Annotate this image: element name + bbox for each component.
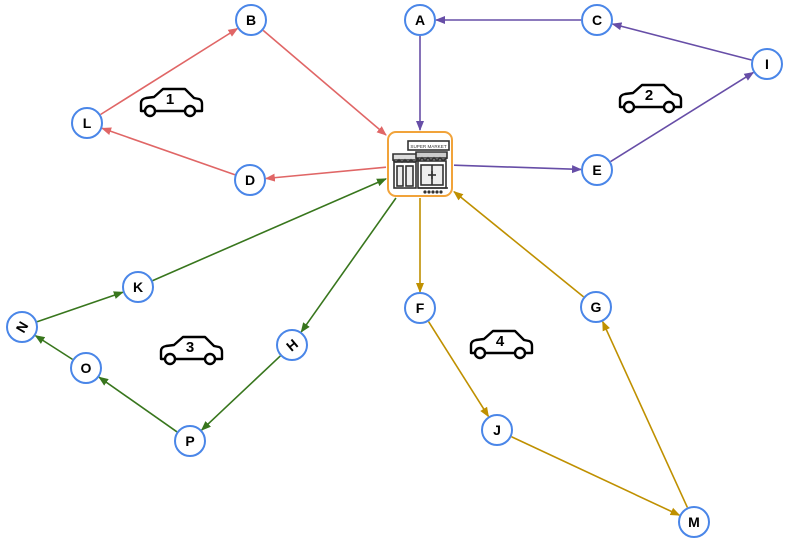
route-1-edge-d-to-l [101, 127, 236, 176]
node-circle [122, 271, 154, 303]
vehicle-label: 4 [496, 333, 505, 350]
route-3-edge-k-to-depot [152, 178, 387, 282]
node-circle [404, 292, 436, 324]
route-4-edge-j-to-m [511, 436, 681, 516]
route-3-edge-depot-to-h [300, 197, 397, 333]
node-label: E [592, 162, 601, 178]
vehicle-1: 1 [139, 87, 204, 118]
node-label: P [185, 433, 194, 449]
car-icon [159, 335, 224, 366]
node-circle [276, 329, 308, 361]
node-label: J [493, 422, 501, 438]
node-circle [174, 425, 206, 457]
route-3-edge-n-to-k [36, 291, 124, 323]
node-circle [751, 48, 783, 80]
node-label: O [81, 360, 92, 376]
nodes-layer: A B C D E F G H I J K L M N O P [6, 4, 783, 538]
node-j: J [481, 414, 513, 446]
vehicle-label: 2 [645, 87, 653, 104]
node-e: E [581, 154, 613, 186]
node-label: D [245, 172, 255, 188]
node-d: D [234, 164, 266, 196]
node-label: G [591, 299, 602, 315]
node-circle [581, 154, 613, 186]
node-m: M [678, 506, 710, 538]
route-3-edge-o-to-n [34, 334, 73, 361]
node-h: H [276, 329, 308, 361]
node-circle [70, 352, 102, 384]
node-circle [580, 291, 612, 323]
node-b: B [235, 4, 267, 36]
supermarket-sign: SUPER MARKET [410, 144, 446, 149]
node-label: M [688, 514, 700, 530]
route-3-edge-p-to-o [98, 376, 178, 433]
node-circle [404, 4, 436, 36]
route-2-edge-depot-to-e [453, 164, 583, 174]
node-circle [234, 164, 266, 196]
car-icon [139, 87, 204, 118]
supermarket-depot: SUPER MARKET [387, 131, 453, 197]
node-circle [581, 4, 613, 36]
supermarket-icon: SUPER MARKET [392, 140, 450, 194]
node-label: L [83, 115, 92, 131]
vehicle-3: 3 [159, 335, 224, 366]
route-4-edge-m-to-g [601, 320, 689, 508]
node-p: P [174, 425, 206, 457]
node-n: N [6, 311, 38, 343]
vehicle-label: 1 [166, 91, 174, 108]
cars-layer: 1 2 3 4 [139, 83, 683, 366]
node-circle [235, 4, 267, 36]
vehicle-2: 2 [618, 83, 683, 114]
car-icon [618, 83, 683, 114]
car-icon [469, 329, 534, 360]
route-1-edge-depot-to-d [264, 166, 387, 182]
route-3-edge-h-to-p [200, 355, 281, 431]
route-4-edge-f-to-j [427, 321, 490, 418]
node-circle [6, 311, 38, 343]
node-label: K [133, 279, 143, 295]
node-c: C [581, 4, 613, 36]
route-1-edge-l-to-b [100, 27, 239, 116]
node-label: F [416, 300, 425, 316]
route-2-edge-e-to-i [610, 71, 755, 163]
node-f: F [404, 292, 436, 324]
node-circle [71, 107, 103, 139]
route-4-edge-g-to-depot [453, 190, 585, 298]
node-label: C [592, 12, 602, 28]
node-a: A [404, 4, 436, 36]
node-l: L [71, 107, 103, 139]
vehicle-label: 3 [186, 339, 194, 356]
node-o: O [70, 352, 102, 384]
node-i: I [751, 48, 783, 80]
edges-layer [34, 16, 755, 516]
route-2-edge-i-to-c [611, 22, 752, 61]
node-label: I [765, 56, 769, 72]
node-label: B [246, 12, 256, 28]
route-1-edge-b-to-depot [262, 29, 387, 136]
vehicle-4: 4 [469, 329, 534, 360]
node-k: K [122, 271, 154, 303]
node-circle [678, 506, 710, 538]
node-circle [481, 414, 513, 446]
node-g: G [580, 291, 612, 323]
node-label: A [415, 12, 425, 28]
